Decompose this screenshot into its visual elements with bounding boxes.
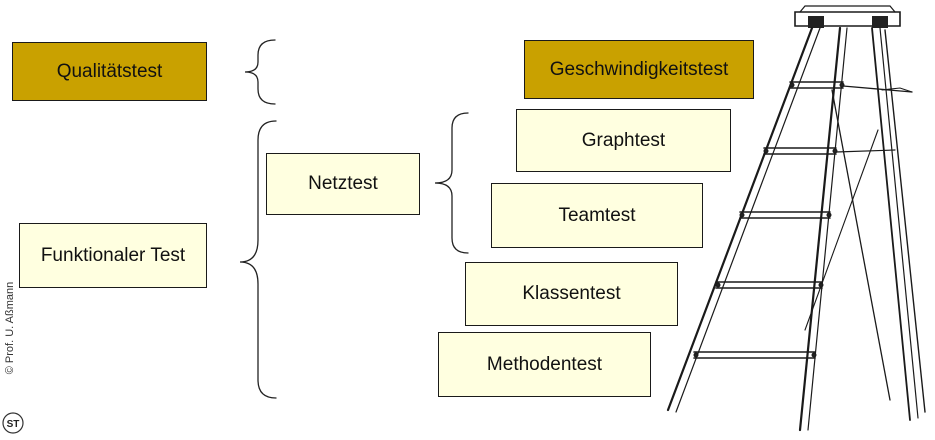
label-qualitaetstest: Qualitätstest [56, 60, 163, 82]
label-funktionaler-test: Funktionaler Test [40, 244, 186, 266]
ladder-illustration [666, 5, 926, 432]
st-logo: ST [2, 412, 24, 434]
box-geschwindigkeitstest: Geschwindigkeitstest [524, 40, 754, 99]
label-netztest: Netztest [308, 173, 378, 194]
label-geschwindigkeitstest: Geschwindigkeitstest [549, 58, 729, 80]
label-klassentest: Klassentest [522, 283, 621, 304]
box-graphtest: Graphtest [516, 109, 731, 172]
brace-qualitaetstest [244, 39, 276, 105]
box-klassentest: Klassentest [465, 262, 678, 326]
box-teamtest: Teamtest [491, 183, 703, 248]
label-teamtest: Teamtest [558, 204, 636, 226]
svg-text:ST: ST [7, 419, 20, 430]
box-netztest: Netztest [266, 153, 420, 215]
label-methodentest: Methodentest [486, 353, 603, 375]
copyright-text: © Prof. U. Aßmann [4, 281, 16, 375]
label-graphtest: Graphtest [581, 129, 666, 151]
brace-netztest [434, 112, 469, 254]
box-funktionaler-test: Funktionaler Test [19, 223, 207, 288]
box-methodentest: Methodentest [438, 332, 651, 397]
box-qualitaetstest: Qualitätstest [12, 42, 207, 101]
brace-funktionaler-test [239, 120, 277, 399]
